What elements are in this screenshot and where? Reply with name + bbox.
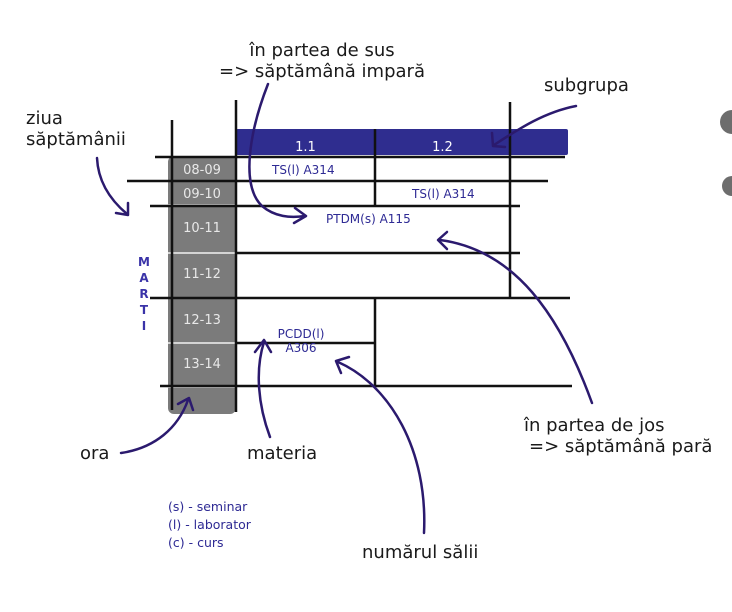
day-letter: A <box>139 271 149 285</box>
subgroup-label-1-1: 1.1 <box>295 140 316 155</box>
subgroup-label-1-2: 1.2 <box>432 140 453 155</box>
time-slot: 13-14 <box>183 357 221 372</box>
subgroup-header-bar <box>236 129 568 155</box>
annotation-ziua-line1: ziua <box>26 108 63 129</box>
class-entry-room: A306 <box>285 341 317 355</box>
arrow-ora <box>119 398 190 455</box>
arrow-subgrupa <box>492 104 578 147</box>
class-entry: PTDM(s) A115 <box>326 212 411 226</box>
annotation-ziua-line2: săptămânii <box>26 129 126 150</box>
time-slot: 09-10 <box>183 187 221 202</box>
arrow-sus <box>248 82 307 219</box>
arrow-ziua <box>95 156 129 216</box>
day-letter: R <box>139 287 149 301</box>
arrow-materia <box>257 340 272 439</box>
arrow-sala <box>336 360 426 535</box>
arrow-jos <box>438 238 594 405</box>
annotation-jos: în partea de jos => săptămână pară <box>524 415 712 457</box>
time-column <box>168 156 236 414</box>
day-letter: I <box>141 319 147 333</box>
time-slot: 10-11 <box>183 221 221 236</box>
time-slot: 08-09 <box>183 163 221 178</box>
arrowhead-ora <box>176 396 195 412</box>
annotation-jos-line1: în partea de jos <box>524 415 665 436</box>
decor-circle <box>722 176 732 196</box>
legend-item: (s) - seminar <box>168 499 248 514</box>
decor-circle <box>720 110 732 134</box>
legend: (s) - seminar (l) - laborator (c) - curs <box>168 498 251 552</box>
grid-lines <box>127 100 572 412</box>
class-entry: PCDD(l) A306 <box>277 327 325 355</box>
day-letter: T <box>139 303 149 317</box>
time-slot: 11-12 <box>183 267 221 282</box>
day-letter: M <box>138 255 150 269</box>
arrows <box>95 82 594 535</box>
arrowhead-materia <box>253 338 273 354</box>
arrowhead-jos <box>436 230 449 251</box>
class-entry: TS(l) A314 <box>272 163 335 177</box>
arrowhead-sala <box>334 355 351 375</box>
annotation-sus-line2: => săptămână impară <box>219 61 425 82</box>
class-entry: TS(l) A314 <box>412 187 475 201</box>
arrowhead-sus <box>292 206 308 225</box>
annotation-ora: ora <box>80 443 110 464</box>
day-label: M A R T I <box>137 254 151 334</box>
annotation-numarul-salii: numărul sălii <box>362 542 479 563</box>
time-slot: 12-13 <box>183 313 221 328</box>
annotation-jos-line2: => săptămână pară <box>529 436 713 457</box>
annotation-materia: materia <box>247 443 318 464</box>
legend-item: (l) - laborator <box>168 517 251 532</box>
class-entry-subject: PCDD(l) <box>277 327 325 341</box>
arrowhead-ziua <box>114 201 130 217</box>
arrowhead-subgrupa <box>490 131 507 149</box>
annotation-ziua: ziua săptămânii <box>26 108 126 150</box>
annotation-subgrupa: subgrupa <box>544 75 629 96</box>
annotation-sus: în partea de sus => săptămână impară <box>216 40 428 82</box>
annotation-sus-line1: în partea de sus <box>249 40 395 61</box>
legend-item: (c) - curs <box>168 535 224 550</box>
